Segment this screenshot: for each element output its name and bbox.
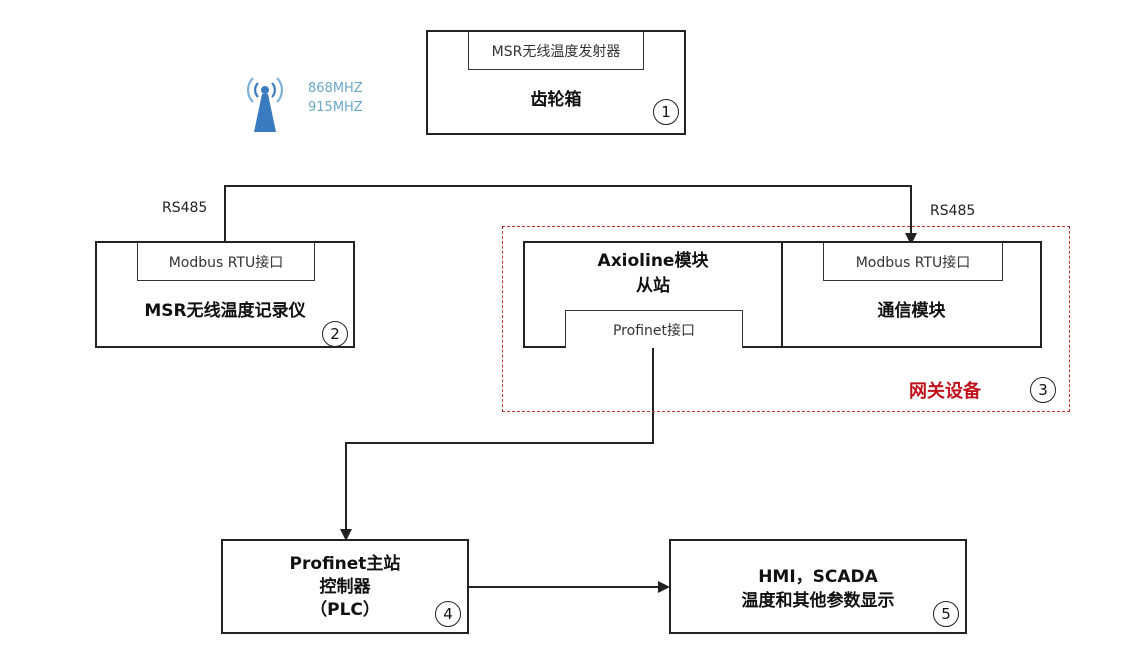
gateway-group <box>502 226 1070 412</box>
plc-box: Profinet主站 控制器 （PLC） 4 <box>221 539 469 634</box>
step-number-2: 2 <box>322 321 348 347</box>
plc-subtitle: 控制器 <box>319 577 371 597</box>
gateway-label: 网关设备 <box>909 381 981 402</box>
step-number-1: 1 <box>653 99 679 125</box>
recorder-title: MSR无线温度记录仪 <box>144 301 306 321</box>
gearbox-box: MSR无线温度发射器 齿轮箱 1 <box>426 30 686 135</box>
axioline-title: Axioline模块 <box>597 251 709 271</box>
frequency-label-915: 915MHZ <box>308 100 363 115</box>
gearbox-title: 齿轮箱 <box>530 90 582 110</box>
rs485-label-left: RS485 <box>162 200 208 216</box>
axioline-subtitle: 从站 <box>636 276 670 296</box>
rs485-label-right: RS485 <box>930 203 976 219</box>
recorder-box: Modbus RTU接口 MSR无线温度记录仪 2 <box>95 241 355 348</box>
axioline-module-box: Axioline模块 从站 Profinet接口 <box>523 241 783 348</box>
antenna-icon <box>246 77 284 132</box>
plc-abbrev: （PLC） <box>310 600 380 620</box>
hmi-title: HMI，SCADA <box>758 567 878 587</box>
rs485-connector <box>224 185 917 245</box>
profinet-connector <box>340 346 654 541</box>
frequency-label-868: 868MHZ <box>308 81 363 96</box>
wireless-transmitter-label: MSR无线温度发射器 <box>468 32 644 70</box>
profinet-interface-label: Profinet接口 <box>565 310 743 348</box>
comm-module-box: Modbus RTU接口 通信模块 <box>781 241 1042 348</box>
step-number-5: 5 <box>933 601 959 627</box>
step-number-3: 3 <box>1030 377 1056 403</box>
step-number-4: 4 <box>435 601 461 627</box>
hmi-subtitle: 温度和其他参数显示 <box>741 591 895 611</box>
recorder-modbus-label: Modbus RTU接口 <box>137 243 315 281</box>
comm-modbus-label: Modbus RTU接口 <box>823 243 1003 281</box>
plc-title: Profinet主站 <box>289 554 401 574</box>
hmi-box: HMI，SCADA 温度和其他参数显示 5 <box>669 539 967 634</box>
comm-module-title: 通信模块 <box>877 301 946 321</box>
